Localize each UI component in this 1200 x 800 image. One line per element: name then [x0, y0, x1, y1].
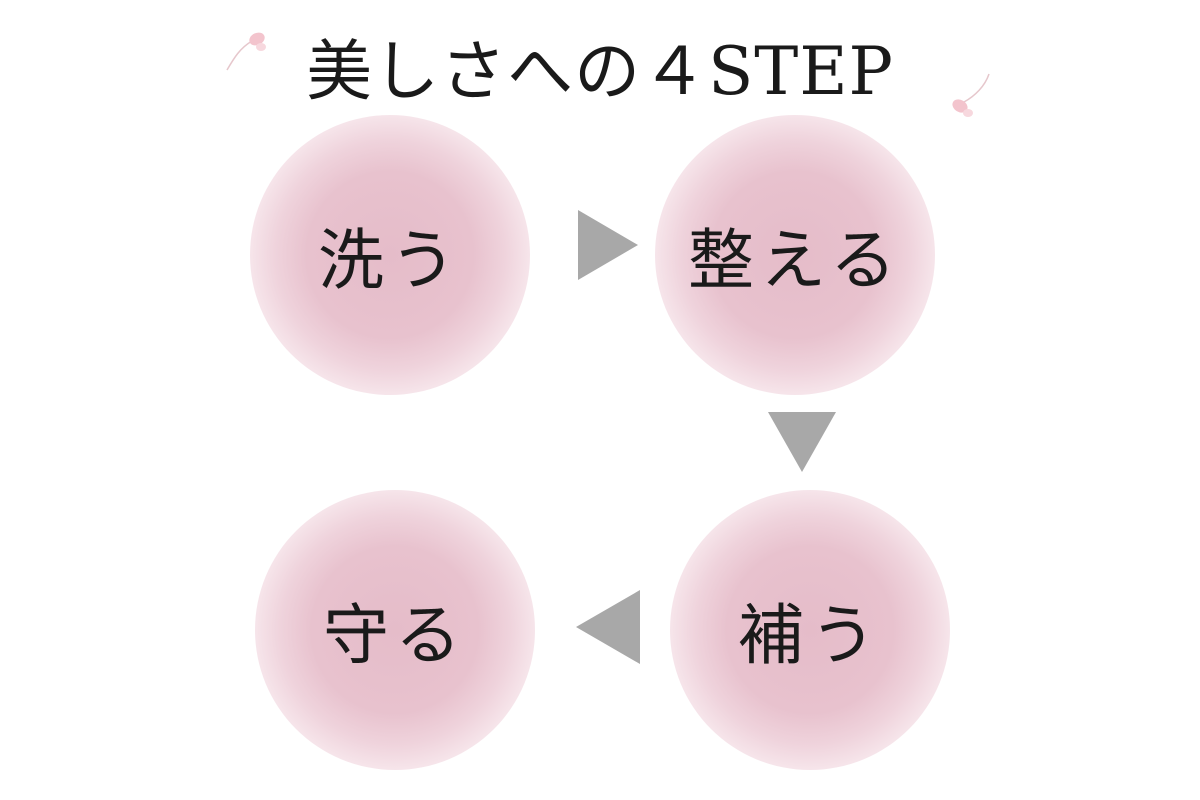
step-wash: 洗う	[250, 115, 530, 395]
step-protect: 守る	[255, 490, 535, 770]
step-label: 補う	[738, 597, 882, 674]
arrow-down-icon	[768, 412, 836, 472]
petal-decoration-top-right	[952, 73, 990, 117]
petal-decoration-top-left	[226, 32, 266, 71]
arrow-left-icon	[576, 590, 640, 664]
step-label: 整える	[687, 222, 903, 299]
step-label: 守る	[323, 597, 467, 674]
page-title: 美しさへの４STEP	[306, 33, 894, 110]
step-label: 洗う	[318, 222, 462, 299]
step-tone: 整える	[655, 115, 935, 395]
step-replenish: 補う	[670, 490, 950, 770]
arrow-right-icon	[578, 210, 638, 280]
